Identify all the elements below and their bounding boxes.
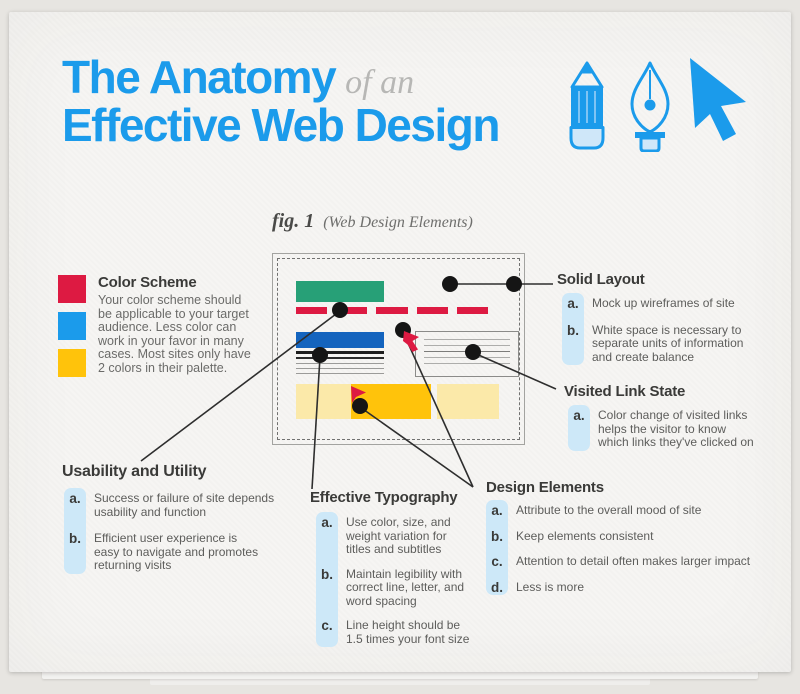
list-item: a. Attribute to the overall mood of site [491, 503, 796, 518]
swatch-yellow [58, 349, 86, 377]
figure-caption-text: (Web Design Elements) [323, 214, 473, 231]
color-scheme-body: Your color scheme should be applicable t… [98, 293, 251, 375]
list-item: b. White space is necessary to separate … [567, 322, 792, 365]
wireframe-text-lines [296, 351, 384, 378]
list-item: b. Efficient user experience is easy to … [69, 531, 329, 573]
wireframe-diagram [272, 253, 525, 445]
list-item: b. Maintain legibility with correct line… [321, 566, 506, 609]
item-letter: b. [69, 531, 81, 546]
wireframe-nav-dashes [296, 307, 489, 314]
section-title-effective-typography: Effective Typography [310, 489, 458, 506]
pencil-icon [569, 61, 605, 150]
item-text: White space is necessary to separate uni… [592, 322, 744, 364]
color-swatches [58, 275, 86, 377]
pen-nib-icon [630, 61, 670, 152]
item-letter: a. [491, 503, 503, 518]
swatch-red [58, 275, 86, 303]
item-letter: a. [567, 296, 579, 311]
item-text: Use color, size, and weight variation fo… [346, 515, 451, 556]
item-text: Color change of visited links helps the … [598, 408, 754, 449]
list-item: a. Success or failure of site depends us… [69, 491, 329, 519]
list-item: c. Line height should be 1.5 times your … [321, 618, 506, 646]
section-title-design-elements: Design Elements [486, 479, 604, 496]
cursor-icon [690, 58, 746, 141]
swatch-blue [58, 312, 86, 340]
list-item: a. Mock up wireframes of site [567, 296, 792, 311]
solid-layout-list: a. Mock up wireframes of site b. White s… [562, 293, 792, 365]
item-text: Mock up wireframes of site [592, 296, 735, 310]
wireframe-banner-left [296, 384, 351, 419]
item-text: Efficient user experience is easy to nav… [94, 531, 259, 572]
item-letter: c. [491, 554, 503, 569]
item-text: Success or failure of site depends usabi… [94, 491, 275, 519]
list-item: a. Color change of visited links helps t… [573, 408, 793, 450]
figure-caption: fig. 1 (Web Design Elements) [272, 210, 473, 233]
list-item: c. Attention to detail often makes large… [491, 554, 796, 569]
figure-label: fig. 1 [272, 210, 315, 232]
item-text: Maintain legibility with correct line, l… [346, 566, 465, 608]
item-letter: a. [573, 408, 585, 423]
wireframe-header-block [296, 281, 384, 302]
usability-and-utility-list: a. Success or failure of site depends us… [64, 488, 329, 573]
item-letter: c. [321, 618, 333, 633]
section-title-usability-and-utility: Usability and Utility [62, 463, 207, 480]
visited-link-state-list: a. Color change of visited links helps t… [568, 405, 793, 450]
list-item: a. Use color, size, and weight variation… [321, 515, 506, 557]
title-text-blue-2: Effective Web Design [62, 99, 500, 151]
item-text: Attention to detail often makes larger i… [516, 554, 751, 568]
wireframe-banner-right [437, 384, 499, 419]
item-letter: b. [567, 322, 579, 338]
title-text-blue: The Anatomy [62, 51, 337, 103]
item-letter: a. [69, 491, 81, 506]
list-item: b. Keep elements consistent [491, 528, 796, 544]
section-title-color-scheme: Color Scheme [98, 274, 197, 291]
item-letter: d. [491, 579, 503, 595]
design-elements-list: a. Attribute to the overall mood of site… [486, 500, 796, 595]
item-text: Attribute to the overall mood of site [516, 503, 702, 517]
title-text-gray: of an [345, 64, 415, 101]
wireframe-subheader-block [296, 332, 384, 348]
wireframe-sidebar-box [415, 331, 519, 377]
item-letter: b. [321, 566, 333, 582]
item-text: Keep elements consistent [516, 528, 654, 543]
item-text: Line height should be 1.5 times your fon… [346, 618, 470, 646]
item-letter: a. [321, 515, 333, 530]
item-text: Less is more [516, 579, 585, 594]
main-title-line-2: Effective Web Design [62, 98, 500, 152]
section-title-solid-layout: Solid Layout [557, 271, 645, 288]
item-letter: b. [491, 528, 503, 544]
wireframe-banner-center [351, 384, 431, 419]
list-item: d. Less is more [491, 579, 796, 595]
effective-typography-list: a. Use color, size, and weight variation… [316, 512, 506, 647]
section-title-visited-link-state: Visited Link State [564, 383, 686, 400]
